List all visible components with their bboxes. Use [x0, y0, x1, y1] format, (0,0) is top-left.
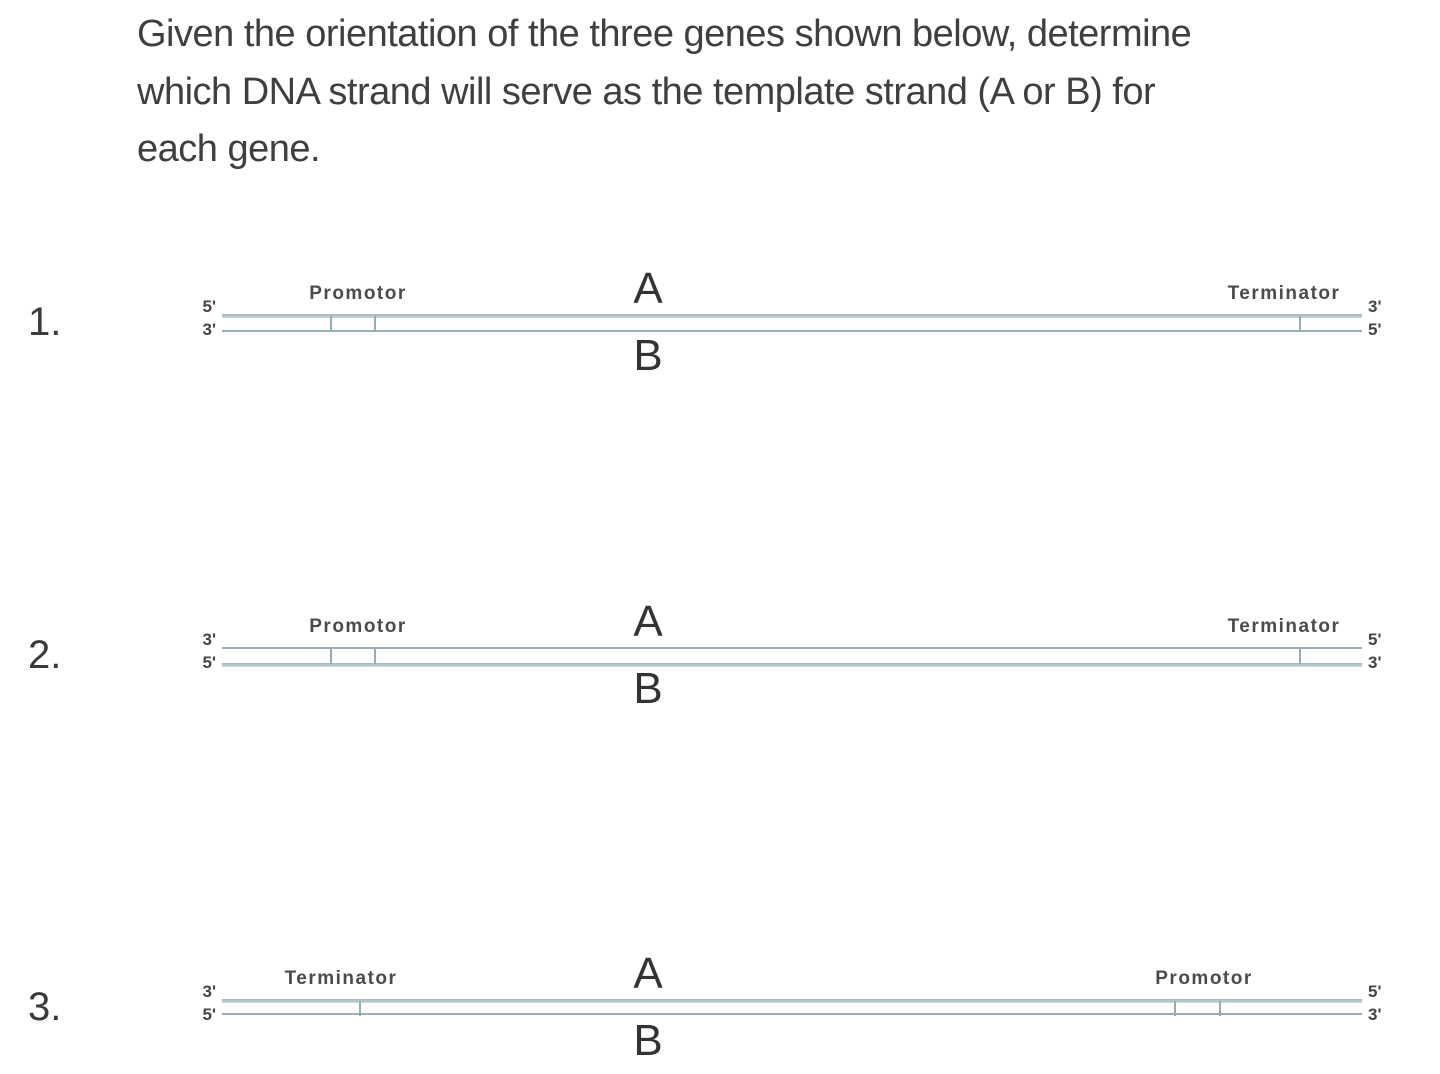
- terminator-label: Terminator: [284, 968, 398, 989]
- promoter-tick: [374, 649, 376, 664]
- strand-b-label: B: [633, 664, 663, 713]
- strand-b-label: B: [633, 331, 663, 380]
- diagram-number: 1.: [28, 300, 62, 344]
- promoter-tick: [1219, 1001, 1221, 1016]
- strand-a-label: A: [633, 949, 663, 998]
- left-bottom-prime-label: 5': [202, 1005, 217, 1024]
- left-top-prime-label: 5': [202, 297, 217, 316]
- terminator-label: Terminator: [1227, 283, 1341, 304]
- promoter-tick: [1174, 1001, 1176, 1016]
- promoter-label: Promotor: [309, 283, 407, 304]
- left-top-prime-label: 3': [202, 630, 217, 649]
- strand-a-label: A: [633, 264, 663, 313]
- gene-diagram-1: 1. 5' 3' Promotor Terminator A B 3' 5': [0, 254, 1440, 389]
- right-top-prime-label: 3': [1368, 297, 1382, 316]
- dna-strand-a-line: [222, 647, 1362, 649]
- gene-diagram-2: 2. 3' 5' Promotor Terminator A B 5' 3': [0, 587, 1440, 722]
- promoter-tick: [330, 649, 332, 664]
- promoter-tick: [374, 316, 376, 331]
- promoter-tick: [330, 316, 332, 331]
- question-line-2: which DNA strand will serve as the templ…: [137, 70, 1156, 113]
- terminator-tick: [359, 1001, 361, 1016]
- right-bottom-prime-label: 5': [1368, 320, 1382, 339]
- promoter-label: Promotor: [309, 616, 407, 637]
- terminator-tick: [1299, 649, 1301, 664]
- question-line-3: each gene.: [137, 128, 321, 170]
- right-top-prime-label: 5': [1368, 630, 1382, 649]
- promoter-label: Promotor: [1155, 968, 1253, 989]
- diagram-number: 2.: [28, 633, 62, 677]
- right-top-prime-label: 5': [1368, 982, 1382, 1001]
- left-top-prime-label: 3': [202, 982, 217, 1001]
- question-text: Given the orientation of the three genes…: [137, 6, 1417, 179]
- dna-strand-b-line: [222, 1013, 1362, 1015]
- dna-strand-b-line: [222, 663, 1362, 667]
- strand-a-label: A: [633, 597, 663, 646]
- left-bottom-prime-label: 3': [202, 320, 217, 339]
- right-bottom-prime-label: 3': [1368, 653, 1382, 672]
- left-bottom-prime-label: 5': [202, 653, 217, 672]
- question-line-1: Given the orientation of the three genes…: [137, 13, 1192, 55]
- diagram-number: 3.: [28, 985, 62, 1029]
- dna-strand-a-line: [222, 999, 1362, 1003]
- terminator-label: Terminator: [1227, 616, 1341, 637]
- right-bottom-prime-label: 3': [1368, 1005, 1382, 1024]
- terminator-tick: [1299, 316, 1301, 331]
- dna-strand-b-line: [222, 330, 1362, 332]
- gene-diagram-3: 3. 3' 5' Terminator Promotor A B 5' 3': [0, 939, 1440, 1074]
- strand-b-label: B: [633, 1016, 663, 1065]
- dna-strand-a-line: [222, 314, 1362, 318]
